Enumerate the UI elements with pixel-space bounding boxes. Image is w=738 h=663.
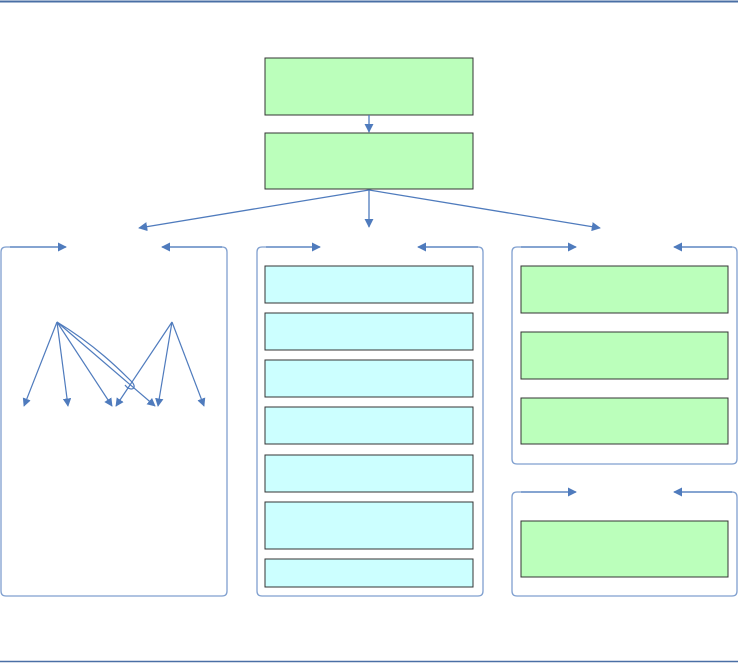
right-top-node — [520, 397, 729, 445]
center-node — [264, 406, 474, 445]
right-top-node — [520, 265, 729, 314]
fan-arrow — [155, 321, 173, 407]
center-node — [264, 312, 474, 351]
right-top-panel — [511, 242, 738, 465]
branch-to-left-panel — [138, 189, 370, 232]
fan-arrow — [56, 321, 156, 407]
right-bottom-panel — [511, 487, 738, 597]
fan-arrow — [56, 321, 113, 407]
center-node — [264, 558, 474, 588]
left-panel — [0, 242, 228, 597]
left-panel-fan — [22, 321, 206, 407]
second-node — [264, 132, 474, 190]
fan-curve-arrow — [56, 321, 135, 390]
center-node — [264, 501, 474, 550]
right-bottom-node — [520, 520, 729, 578]
center-panel — [256, 242, 484, 597]
right-top-node — [520, 331, 729, 380]
root-node — [264, 57, 474, 116]
center-node — [264, 265, 474, 304]
fan-arrow — [22, 321, 58, 407]
branch-to-right-panel — [368, 189, 601, 232]
center-node — [264, 359, 474, 398]
fan-arrow — [115, 321, 173, 407]
fan-arrow — [56, 321, 72, 407]
fan-arrow — [171, 321, 206, 407]
center-node — [264, 454, 474, 493]
